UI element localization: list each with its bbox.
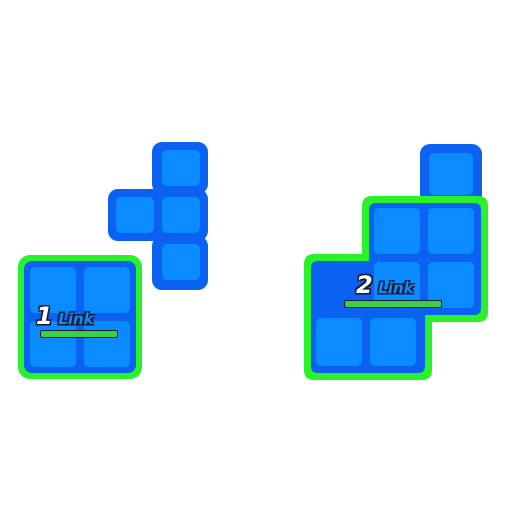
block-cell <box>30 267 76 313</box>
block-cell <box>84 267 130 313</box>
linked-s-piece[interactable] <box>304 196 488 380</box>
block-cell <box>429 153 473 195</box>
block-cell <box>162 244 200 280</box>
block-cell <box>116 197 154 233</box>
t-piece-left[interactable] <box>108 142 208 290</box>
link-label: Link <box>378 279 414 297</box>
block-cell <box>162 150 200 186</box>
single-block-piece[interactable] <box>420 144 482 204</box>
link-label: Link <box>58 310 94 328</box>
link-count: 1 <box>36 302 53 330</box>
block-cell <box>374 262 420 308</box>
link-bar <box>40 330 118 338</box>
block-cell <box>428 208 474 254</box>
block-cell <box>374 208 420 254</box>
linked-square-piece[interactable] <box>18 255 142 379</box>
block-cell <box>370 318 416 366</box>
link-count: 2 <box>356 271 373 299</box>
block-cell <box>316 318 362 366</box>
link-bar <box>344 300 442 308</box>
block-cell <box>162 197 200 233</box>
block-cell <box>428 262 474 308</box>
